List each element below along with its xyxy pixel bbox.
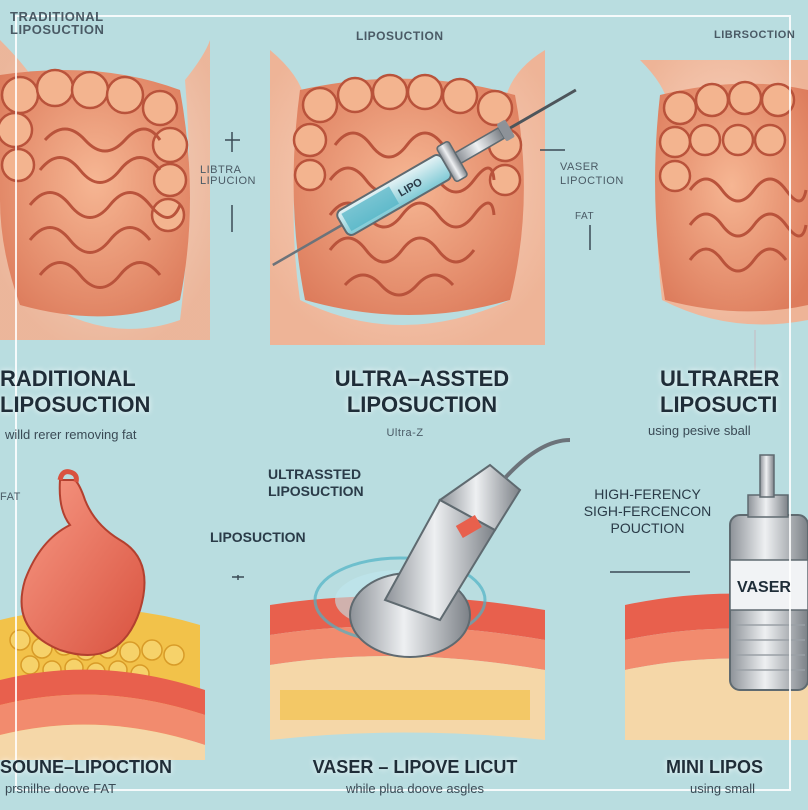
panel3-title: ULTRARER LIPOSUCTI xyxy=(660,366,780,418)
panel6-label: HIGH-FERENCY SIGH-FERCENCON POUCTION xyxy=(583,486,712,536)
abdomen-panel-2: LIPO xyxy=(270,50,577,345)
bottom1-title: SOUNE–LIPOCTION xyxy=(0,757,173,777)
ultrasound-probe xyxy=(349,438,571,658)
bottom1-subtitle: prsnilhe doove FAT xyxy=(5,781,117,796)
panel5-lipo-label: LIPOSUCTION xyxy=(210,529,306,545)
panel2-title: ULTRA–ASSTED LIPOSUCTION xyxy=(334,366,510,418)
label-fat-top: FAT xyxy=(575,211,595,222)
bottom3-title: MINI LIPOS xyxy=(666,757,764,777)
panel1-subtitle: willd rerer removing fat xyxy=(5,427,137,442)
annotation-arrows xyxy=(225,132,690,580)
bottom3-subtitle: using small xyxy=(690,781,756,796)
abdomen-panel-1 xyxy=(0,40,210,340)
panel3-subtitle: using pesive sball xyxy=(648,423,751,438)
tissue-section-2 xyxy=(270,438,571,740)
label-top-right: LIBRSOCTION xyxy=(714,29,796,41)
abdomen-panel-3 xyxy=(640,60,808,380)
label-mid-left: LIBTRA LIPUCION xyxy=(200,164,256,187)
panel1-title: RADITIONAL LIPOSUCTION xyxy=(0,366,151,418)
label-top-left: TRADITIONAL LIPOSUCTION xyxy=(10,9,105,37)
label-top-center: LIPOSUCTION xyxy=(356,29,444,43)
vaser-device xyxy=(729,454,808,691)
vaser-device-label: VASER xyxy=(737,579,791,596)
syringe: LIPO xyxy=(272,88,577,267)
tissue-section-3 xyxy=(625,454,808,740)
bottom2-title: VASER – LIPOVE LICUT xyxy=(312,757,518,777)
panel2-subtitle: Ultra-Z xyxy=(386,427,424,439)
panel5-label: ULTRASSTED LIPOSUCTION xyxy=(268,466,364,499)
bottom2-subtitle: while plua doove asgles xyxy=(345,781,485,796)
label-fat-mid: FAT xyxy=(0,491,21,503)
tissue-section-1 xyxy=(0,469,205,760)
label-mid-right: VASER LIPOCTION xyxy=(560,161,624,188)
